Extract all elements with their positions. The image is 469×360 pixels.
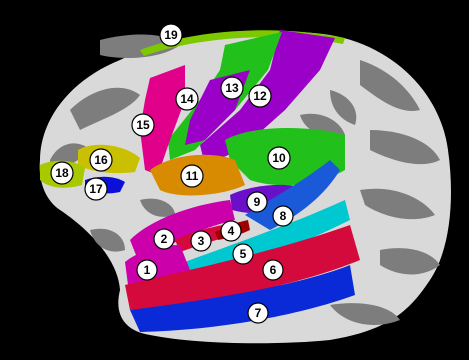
marker-16-label: 16 <box>94 153 108 167</box>
marker-12-label: 12 <box>253 89 267 103</box>
marker-2-label: 2 <box>161 232 168 246</box>
marker-13-label: 13 <box>225 81 239 95</box>
marker-9-label: 9 <box>254 195 261 209</box>
marker-10: 10 <box>268 147 290 169</box>
marker-11-label: 11 <box>186 169 199 183</box>
marker-19: 19 <box>160 24 182 46</box>
marker-10-label: 10 <box>272 151 286 165</box>
marker-16: 16 <box>90 149 112 171</box>
marker-3-label: 3 <box>198 234 205 248</box>
marker-2: 2 <box>154 229 174 249</box>
marker-5-label: 5 <box>240 247 247 261</box>
marker-14: 14 <box>176 88 198 110</box>
marker-17-label: 17 <box>89 182 103 196</box>
marker-17: 17 <box>85 178 107 200</box>
marker-8: 8 <box>273 206 293 226</box>
marker-13: 13 <box>221 77 243 99</box>
marker-6: 6 <box>263 260 283 280</box>
marker-19-label: 19 <box>164 28 178 42</box>
marker-3: 3 <box>191 231 211 251</box>
marker-15: 15 <box>132 114 154 136</box>
marker-12: 12 <box>249 85 271 107</box>
marker-18-label: 18 <box>55 166 69 180</box>
marker-14-label: 14 <box>180 92 194 106</box>
marker-5: 5 <box>233 244 253 264</box>
marker-4: 4 <box>221 221 241 241</box>
marker-1-label: 1 <box>144 263 151 277</box>
marker-7: 7 <box>248 303 268 323</box>
marker-11: 11 <box>181 165 203 187</box>
marker-4-label: 4 <box>228 224 235 238</box>
marker-9: 9 <box>247 192 267 212</box>
marker-18: 18 <box>51 162 73 184</box>
marker-15-label: 15 <box>136 118 150 132</box>
marker-8-label: 8 <box>280 209 287 223</box>
marker-6-label: 6 <box>270 263 277 277</box>
marker-1: 1 <box>137 260 157 280</box>
marker-7-label: 7 <box>255 306 262 320</box>
